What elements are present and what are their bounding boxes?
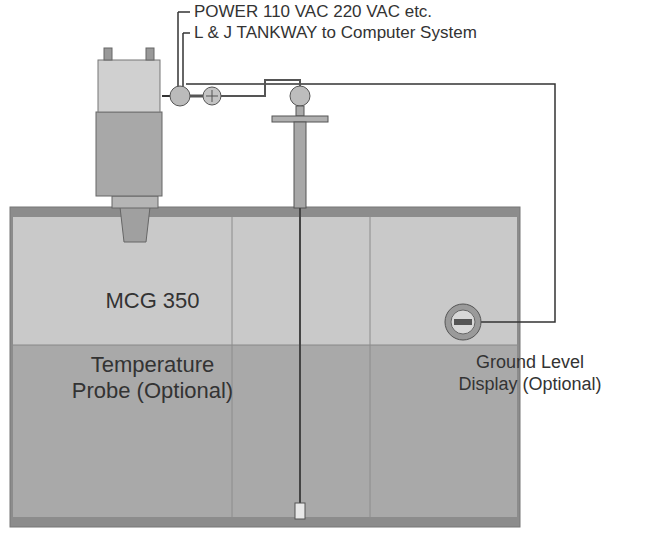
- display-wire: [186, 84, 555, 322]
- junction-box: [170, 86, 190, 106]
- probe-weight: [295, 503, 305, 519]
- display-window: [451, 310, 475, 334]
- display-housing: [445, 304, 481, 340]
- gauge-flange: [112, 196, 158, 208]
- tank-liquid: [13, 345, 517, 517]
- probe-flange: [272, 116, 328, 122]
- probe-neck: [296, 106, 304, 116]
- gauge-bolt: [146, 48, 154, 60]
- data-wire: [182, 33, 184, 88]
- gauge-head: [98, 60, 160, 112]
- conduit: [190, 95, 203, 98]
- tank-vapour-space: [13, 217, 517, 345]
- conduit-fitting: [212, 90, 213, 102]
- display-label: Ground Level Display (Optional): [450, 352, 610, 395]
- gauge-label: MCG 350: [60, 288, 245, 314]
- display-screen: [454, 319, 472, 325]
- gauge-horn: [120, 207, 150, 242]
- power-wire: [178, 11, 190, 13]
- tank-seam: [232, 217, 233, 517]
- conduit-fitting: [203, 87, 221, 105]
- probe-label: Temperature Probe (Optional): [65, 352, 240, 405]
- conduit: [162, 95, 170, 97]
- data-wire: [183, 32, 190, 34]
- tank-shell: [10, 207, 520, 527]
- liquid-level: [13, 345, 517, 346]
- gauge-housing: [96, 112, 162, 196]
- probe-rod: [299, 208, 301, 503]
- power-label: POWER 110 VAC 220 VAC etc.: [194, 2, 634, 22]
- probe-cable: [221, 80, 300, 96]
- interface-label: L & J TANKWAY to Computer System: [194, 23, 634, 43]
- probe-nozzle: [294, 122, 306, 208]
- power-wire: [177, 12, 179, 88]
- probe-head: [290, 86, 310, 106]
- gauge-bolt: [104, 48, 112, 60]
- tank-seam: [370, 217, 371, 517]
